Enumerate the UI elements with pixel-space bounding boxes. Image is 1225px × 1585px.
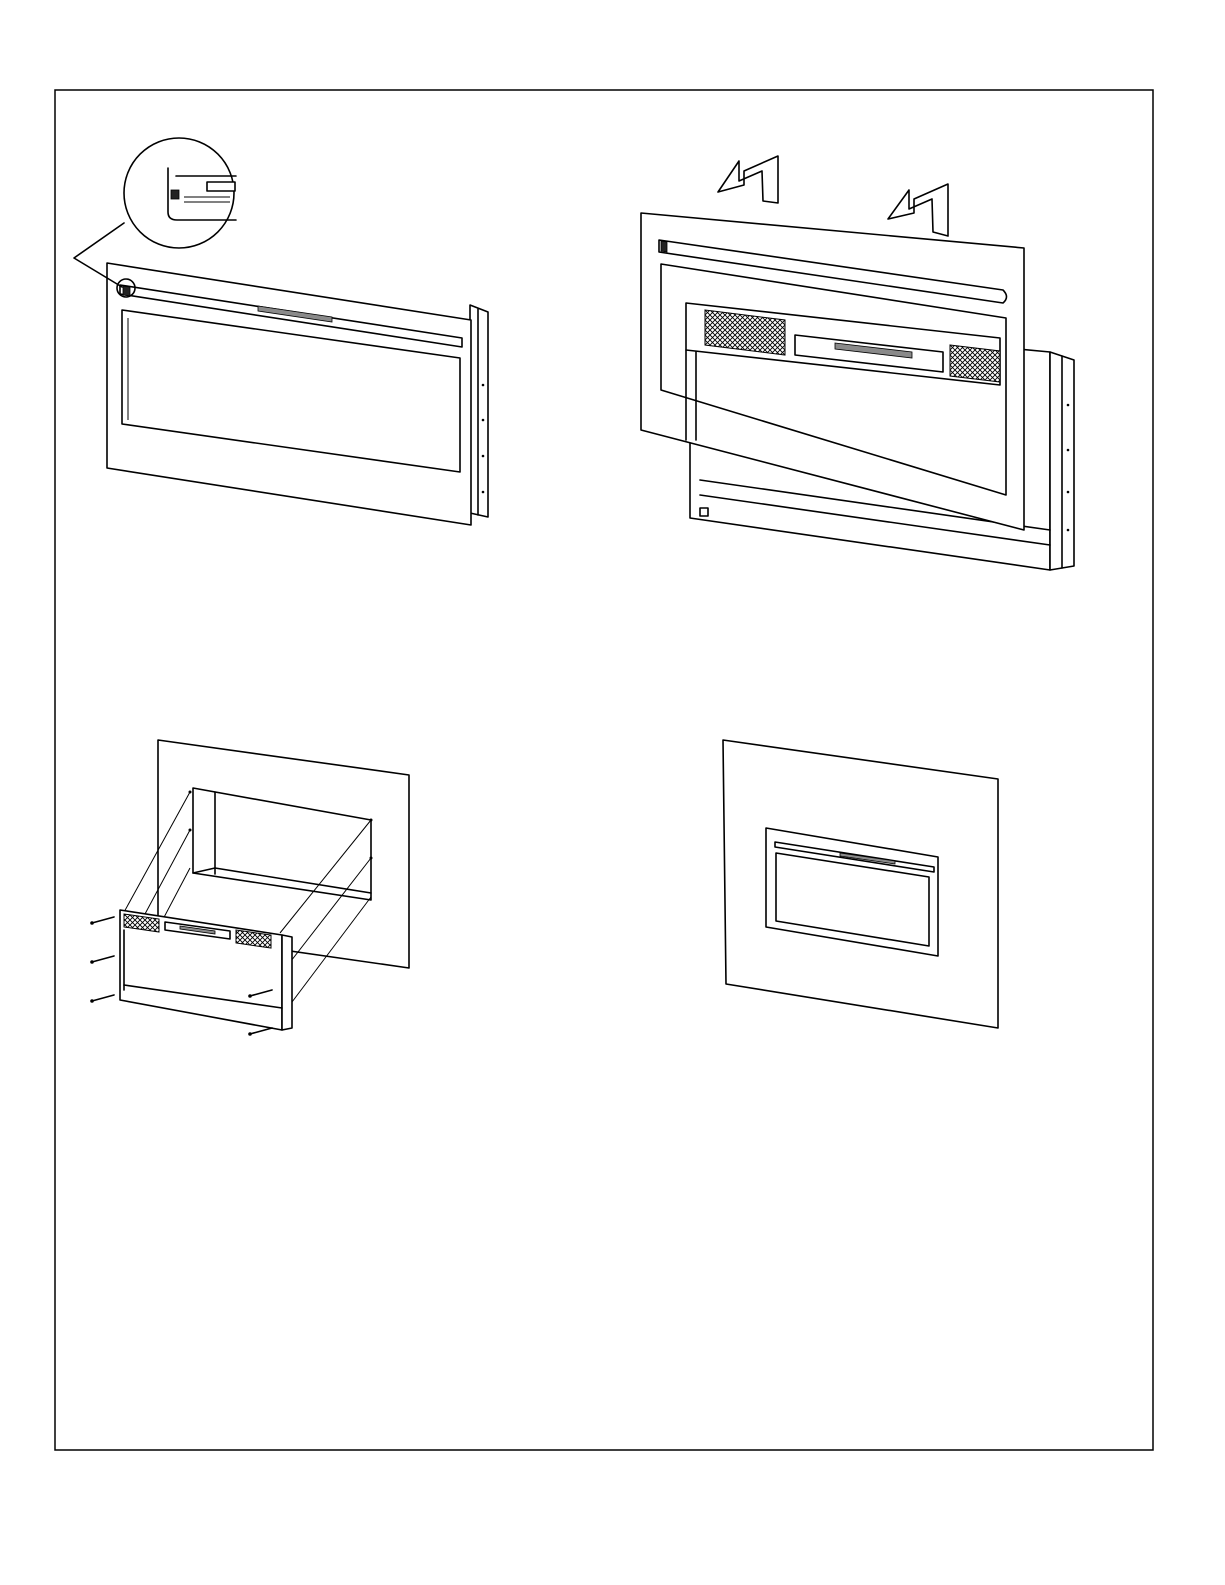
lift-arrow-icon xyxy=(718,156,778,203)
screw-icon xyxy=(248,1028,272,1036)
panel-installed xyxy=(723,740,998,1028)
screw-icon xyxy=(90,995,114,1003)
lift-arrow-icon xyxy=(888,184,948,236)
right-vent-grille xyxy=(950,345,1000,382)
panel-remove-trim-latch xyxy=(74,138,488,525)
screw-icon xyxy=(90,917,114,925)
panel-lift-trim-off xyxy=(641,156,1074,570)
screw-icon xyxy=(90,956,114,964)
panel-insert-into-wall xyxy=(90,740,409,1036)
